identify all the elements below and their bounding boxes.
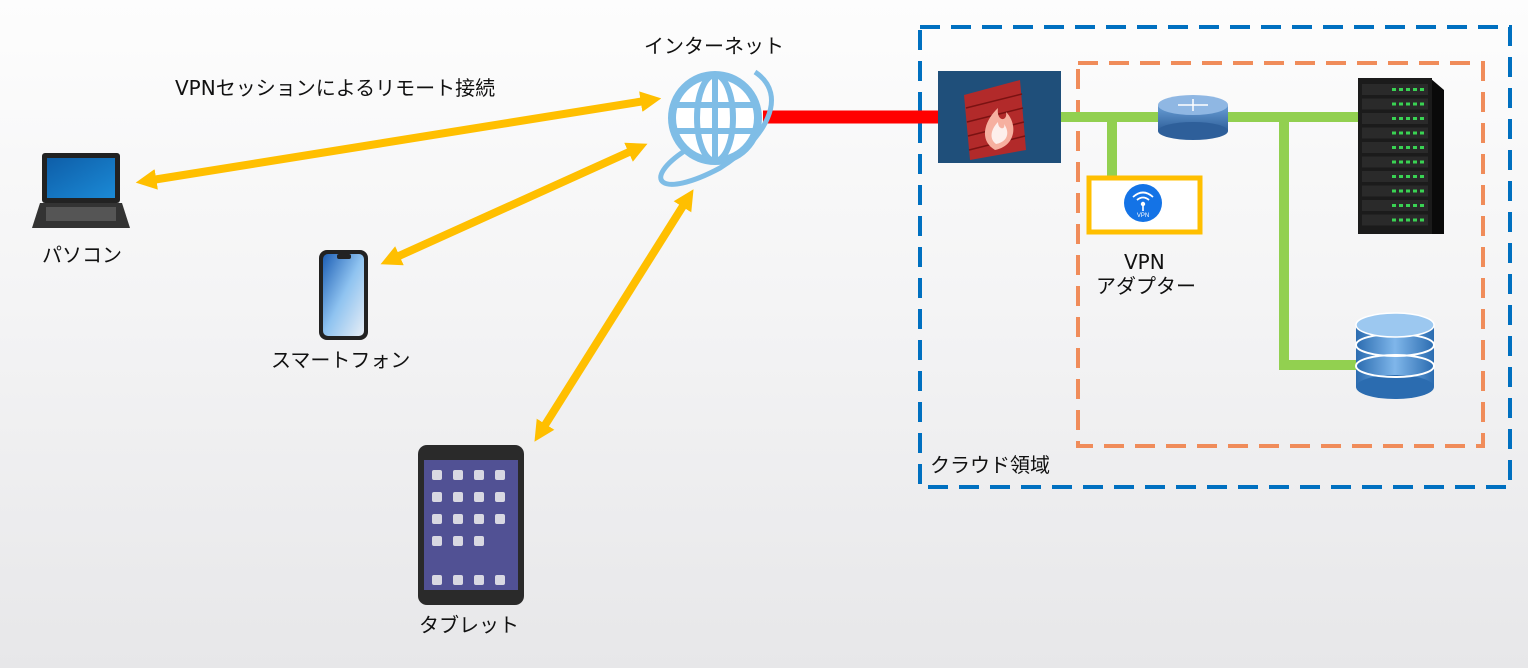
smartphone-label: スマートフォン bbox=[271, 348, 411, 372]
router-icon bbox=[1158, 95, 1228, 140]
tablet-label: タブレット bbox=[419, 613, 519, 637]
cloud-region-label: クラウド領域 bbox=[930, 453, 1050, 477]
globe-icon bbox=[658, 69, 774, 187]
cloud-region-border bbox=[918, 25, 1512, 489]
server-rack-icon bbox=[1358, 78, 1444, 234]
internet-label: インターネット bbox=[644, 34, 784, 58]
inner-network-border bbox=[1076, 61, 1485, 448]
vpn-arrow-phone bbox=[380, 142, 648, 266]
vpn-adapter-label-line1: VPN bbox=[1124, 250, 1165, 274]
cloud-links bbox=[1060, 112, 1360, 370]
vpn-adapter-label-line2: アダプター bbox=[1096, 274, 1196, 298]
vpn-badge-text: VPN bbox=[1137, 213, 1149, 219]
vpn-adapter: VPN bbox=[1086, 175, 1203, 235]
laptop-icon bbox=[32, 153, 130, 228]
connection-label: VPNセッションによるリモート接続 bbox=[175, 76, 496, 100]
database-icon bbox=[1355, 312, 1435, 399]
vpn-arrow-tablet bbox=[534, 189, 694, 442]
pc-label: パソコン bbox=[42, 243, 122, 267]
tablet-icon bbox=[418, 445, 524, 605]
vpn-arrow-pc bbox=[135, 91, 662, 190]
vpn-session-arrows bbox=[135, 91, 694, 442]
firewall-icon bbox=[938, 71, 1061, 163]
smartphone-icon bbox=[319, 250, 368, 340]
